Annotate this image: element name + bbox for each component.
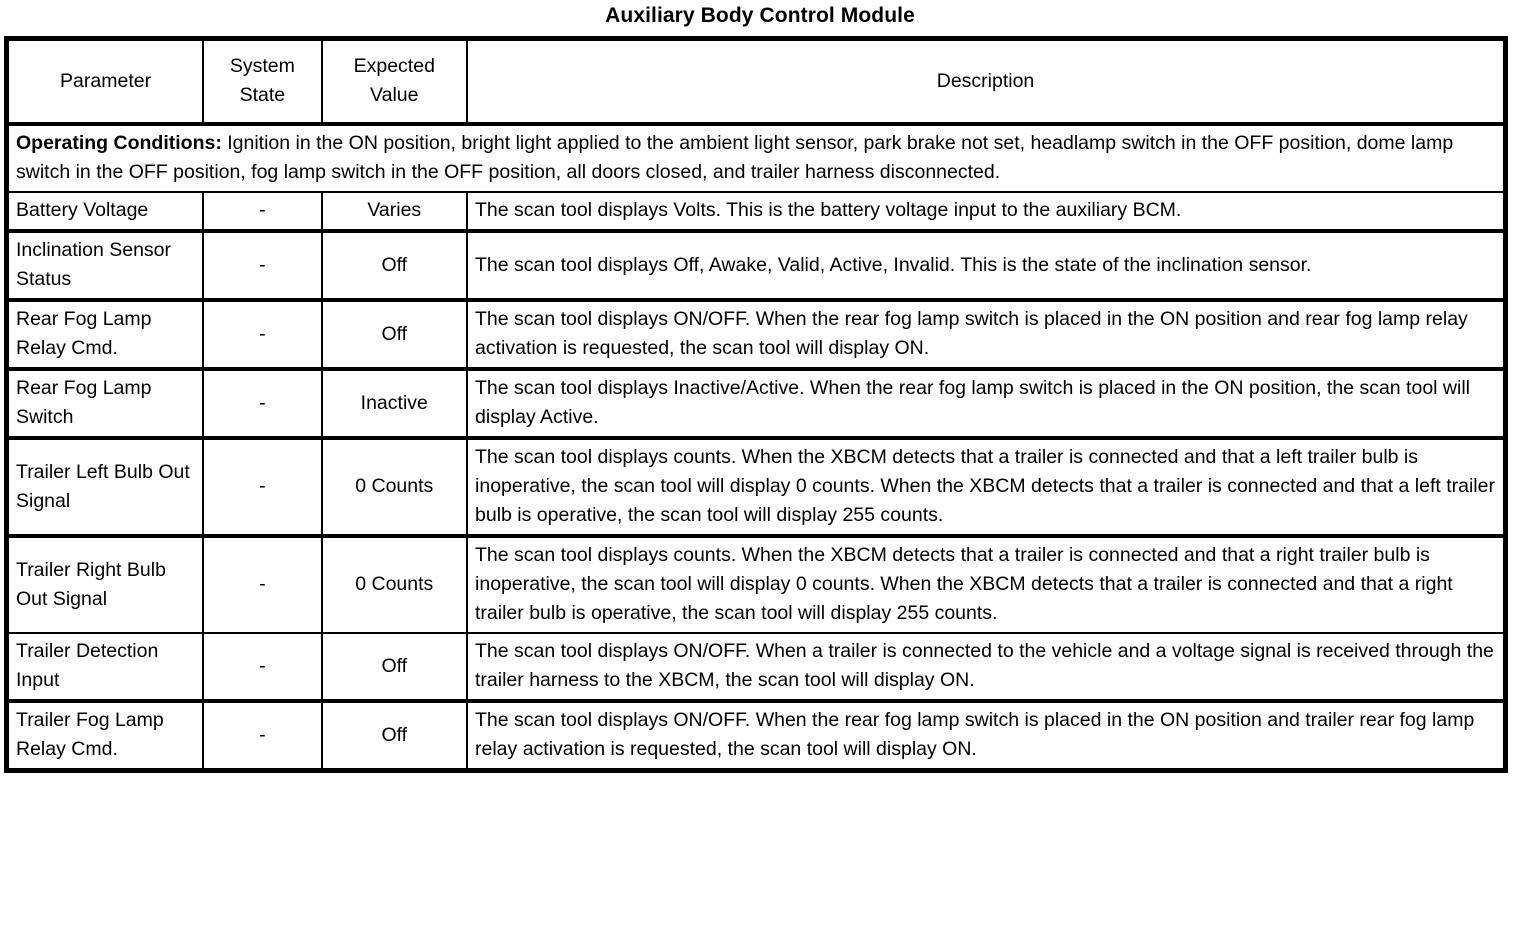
- cell-parameter: Trailer Fog Lamp Relay Cmd.: [5, 699, 205, 772]
- column-header-expected-value-line1: Expected: [353, 55, 435, 77]
- column-header-expected-value: Expected Value: [320, 37, 469, 126]
- operating-conditions-label: Operating Conditions:: [16, 132, 222, 154]
- column-header-system-state-line1: System: [229, 55, 295, 77]
- cell-parameter: Rear Fog Lamp Relay Cmd.: [5, 298, 205, 370]
- column-header-expected-value-line2: Value: [370, 84, 419, 106]
- cell-expected-value: Off: [320, 699, 469, 772]
- operating-conditions-row: Operating Conditions: Ignition in the ON…: [5, 123, 1507, 193]
- cell-description: The scan tool displays counts. When the …: [466, 534, 1507, 634]
- cell-description: The scan tool displays counts. When the …: [466, 436, 1507, 537]
- cell-system-state: -: [202, 436, 323, 537]
- cell-expected-value: 0 Counts: [320, 534, 469, 634]
- cell-description: The scan tool displays Volts. This is th…: [466, 191, 1507, 232]
- cell-expected-value: Off: [320, 298, 469, 370]
- table-body: Operating Conditions: Ignition in the ON…: [5, 123, 1507, 772]
- page-title: Auxiliary Body Control Module: [605, 4, 915, 27]
- cell-system-state: -: [202, 699, 323, 772]
- table-header-row: Parameter System State Expected Value De…: [5, 37, 1507, 126]
- cell-system-state: -: [202, 534, 323, 634]
- cell-parameter: Inclination Sensor Status: [5, 229, 205, 301]
- cell-parameter: Trailer Right Bulb Out Signal: [5, 534, 205, 634]
- cell-expected-value: Off: [320, 632, 469, 702]
- column-header-system-state: System State: [202, 37, 323, 126]
- cell-system-state: -: [202, 632, 323, 702]
- cell-expected-value: Inactive: [320, 367, 469, 439]
- cell-description: The scan tool displays ON/OFF. When a tr…: [466, 632, 1507, 702]
- cell-expected-value: Off: [320, 229, 469, 301]
- cell-parameter: Rear Fog Lamp Switch: [5, 367, 205, 439]
- cell-description: The scan tool displays ON/OFF. When the …: [466, 699, 1507, 772]
- column-header-description: Description: [466, 37, 1507, 126]
- cell-system-state: -: [202, 298, 323, 370]
- cell-description: The scan tool displays Off, Awake, Valid…: [466, 229, 1507, 301]
- parameter-table: Parameter System State Expected Value De…: [4, 36, 1508, 773]
- column-header-parameter: Parameter: [5, 37, 205, 126]
- cell-parameter: Trailer Detection Input: [5, 632, 205, 702]
- cell-description: The scan tool displays ON/OFF. When the …: [466, 298, 1507, 370]
- cell-parameter: Battery Voltage: [5, 191, 205, 232]
- cell-system-state: -: [202, 367, 323, 439]
- cell-expected-value: Varies: [320, 191, 469, 232]
- operating-conditions-cell: Operating Conditions: Ignition in the ON…: [5, 123, 1507, 193]
- cell-description: The scan tool displays Inactive/Active. …: [466, 367, 1507, 439]
- cell-expected-value: 0 Counts: [320, 436, 469, 537]
- cell-system-state: -: [202, 191, 323, 232]
- cell-parameter: Trailer Left Bulb Out Signal: [5, 436, 205, 537]
- cell-system-state: -: [202, 229, 323, 301]
- table-header: Parameter System State Expected Value De…: [5, 37, 1507, 126]
- operating-conditions-text: Ignition in the ON position, bright ligh…: [16, 132, 1454, 183]
- column-header-system-state-line2: State: [239, 84, 286, 106]
